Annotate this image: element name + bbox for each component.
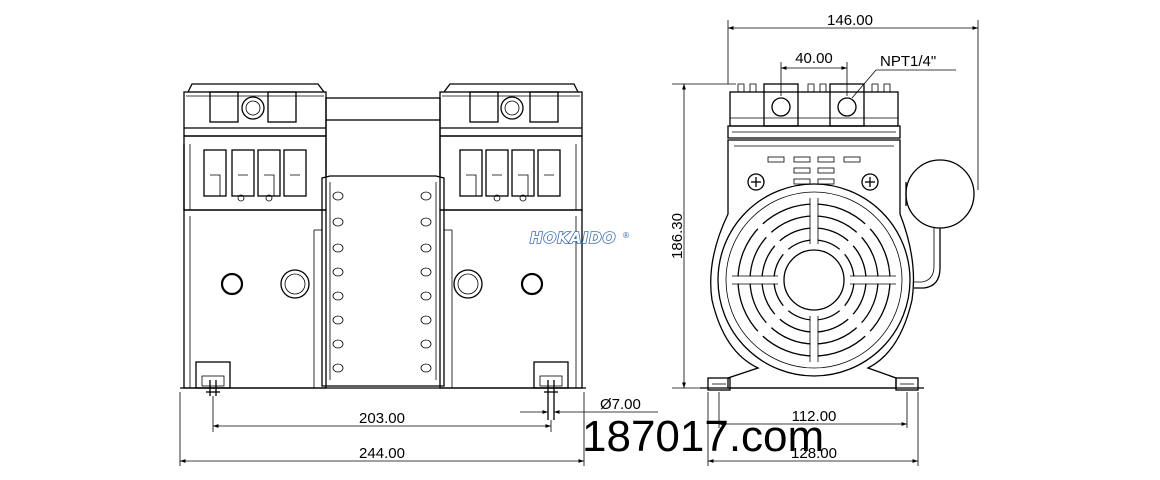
dim-203-label: 203.00 [359,410,405,427]
capacitor [905,159,975,289]
dim-npt-label: NPT1/4" [880,53,936,70]
right-foot [533,361,569,420]
front-dimensions: 203.00 244.00 Ø7.00 [179,392,658,466]
svg-text:HOKAIDO: HOKAIDO [530,229,616,247]
svg-text:®: ® [622,231,630,240]
side-view: 146.00 40.00 NPT1/4" 186.30 112.00 128.0… [669,12,979,466]
left-cylinder-head [183,83,327,211]
dim-40-label: 40.00 [795,50,833,67]
motor-panel [313,175,453,388]
fan-guard [717,183,911,377]
screw-right [861,173,879,191]
valve-block [727,83,901,139]
dim-146-label: 146.00 [827,12,873,29]
brand-logo: HOKAIDO ® [529,228,630,248]
dim-186-label: 186.30 [669,213,686,259]
side-feet [700,377,924,391]
dim-112-label: 112.00 [792,408,837,425]
screw-left [747,173,765,191]
vent-slots [767,156,861,185]
left-foot [195,361,231,396]
top-connector [325,97,441,121]
left-port [220,272,244,296]
dim-hole-label: Ø7.00 [600,396,641,413]
dim-128-label: 128.00 [791,445,837,462]
front-view: HOKAIDO ® 203.00 [179,83,658,466]
right-cylinder-head [439,83,583,211]
watermark-text: 187017.com [582,412,824,461]
left-housing [183,209,327,389]
right-port [520,272,544,296]
side-dimensions: 146.00 40.00 NPT1/4" 186.30 112.00 128.0… [669,12,979,466]
dim-244-label: 244.00 [359,445,405,462]
